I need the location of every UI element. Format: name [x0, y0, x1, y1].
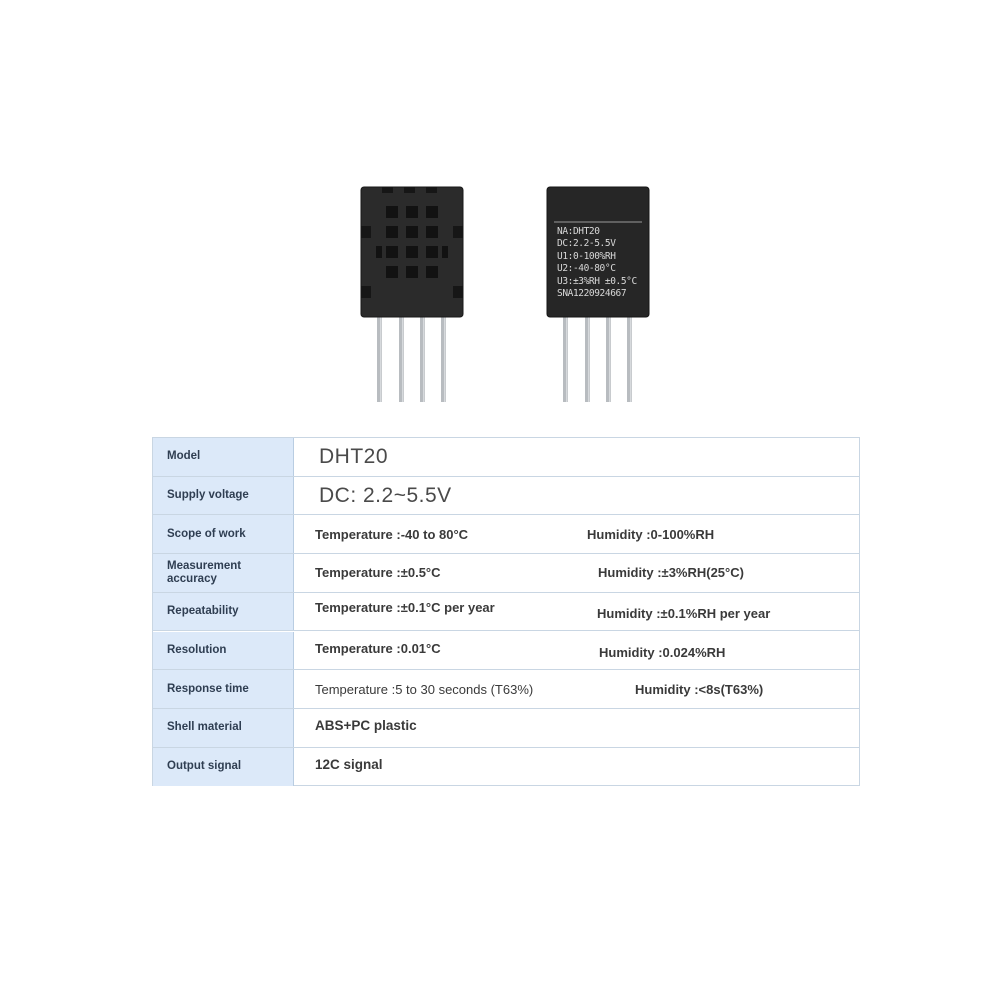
spec-row-measurement-accuracy: Measurement accuracy Temperature :±0.5°C… [153, 554, 859, 593]
spec-label: Response time [153, 670, 294, 708]
spec-label: Output signal [153, 747, 294, 787]
product-images: NA:DHT20 DC:2.2-5.5V U1:0-100%RH U2:-40-… [0, 0, 990, 420]
spec-humidity: Humidity :0-100%RH [587, 526, 715, 542]
label-line: DC:2.2-5.5V [557, 238, 616, 250]
spec-row-shell-material: Shell material ABS+PC plastic [153, 708, 859, 748]
spec-value: DHT20 [319, 444, 389, 468]
sensor-back-image [546, 186, 650, 402]
spec-temperature: Temperature :±0.5°C [315, 565, 441, 581]
label-line: SNA1220924667 [557, 288, 627, 300]
label-line: U1:0-100%RH [557, 250, 616, 262]
spec-label: Repeatability [153, 592, 294, 631]
spec-row-repeatability: Repeatability Temperature :±0.1°C per ye… [153, 592, 859, 632]
spec-value: DC: 2.2~5.5V [319, 483, 452, 507]
sensor-back-label: NA:DHT20 DC:2.2-5.5V U1:0-100%RH U2:-40-… [557, 226, 647, 300]
spec-label: Shell material [153, 708, 294, 747]
label-line: U3:±3%RH ±0.5°C [557, 275, 637, 287]
spec-humidity: Humidity :<8s(T63%) [635, 681, 764, 697]
spec-temperature: Temperature :-40 to 80°C [315, 526, 469, 542]
spec-row-output-signal: Output signal 12C signal [153, 747, 859, 787]
spec-temperature: Temperature :5 to 30 seconds (T63%) [315, 681, 534, 697]
spec-temperature: Temperature :0.01°C [315, 640, 441, 656]
spec-humidity: Humidity :±0.1%RH per year [597, 606, 771, 622]
spec-row-supply-voltage: Supply voltage DC: 2.2~5.5V [153, 476, 859, 516]
spec-label: Measurement accuracy [153, 554, 294, 592]
spec-row-scope-of-work: Scope of work Temperature :-40 to 80°C H… [153, 515, 859, 555]
sensor-front-image [360, 186, 464, 402]
label-line: NA:DHT20 [557, 226, 600, 237]
spec-value: ABS+PC plastic [315, 718, 417, 734]
spec-label: Resolution [153, 631, 294, 670]
spec-table: Model DHT20 Supply voltage DC: 2.2~5.5V … [152, 437, 860, 787]
spec-row-model: Model DHT20 [153, 438, 859, 477]
spec-temperature: Temperature :±0.1°C per year [315, 600, 495, 616]
spec-row-response-time: Response time Temperature :5 to 30 secon… [153, 670, 859, 709]
spec-humidity: Humidity :0.024%RH [599, 644, 726, 660]
spec-label: Scope of work [153, 515, 294, 554]
spec-label: Supply voltage [153, 476, 294, 515]
spec-row-resolution: Resolution Temperature :0.01°C Humidity … [153, 631, 859, 671]
spec-humidity: Humidity :±3%RH(25°C) [598, 565, 744, 581]
label-line: U2:-40-80°C [557, 263, 616, 275]
spec-label: Model [153, 438, 294, 476]
spec-value: 12C signal [315, 757, 383, 773]
